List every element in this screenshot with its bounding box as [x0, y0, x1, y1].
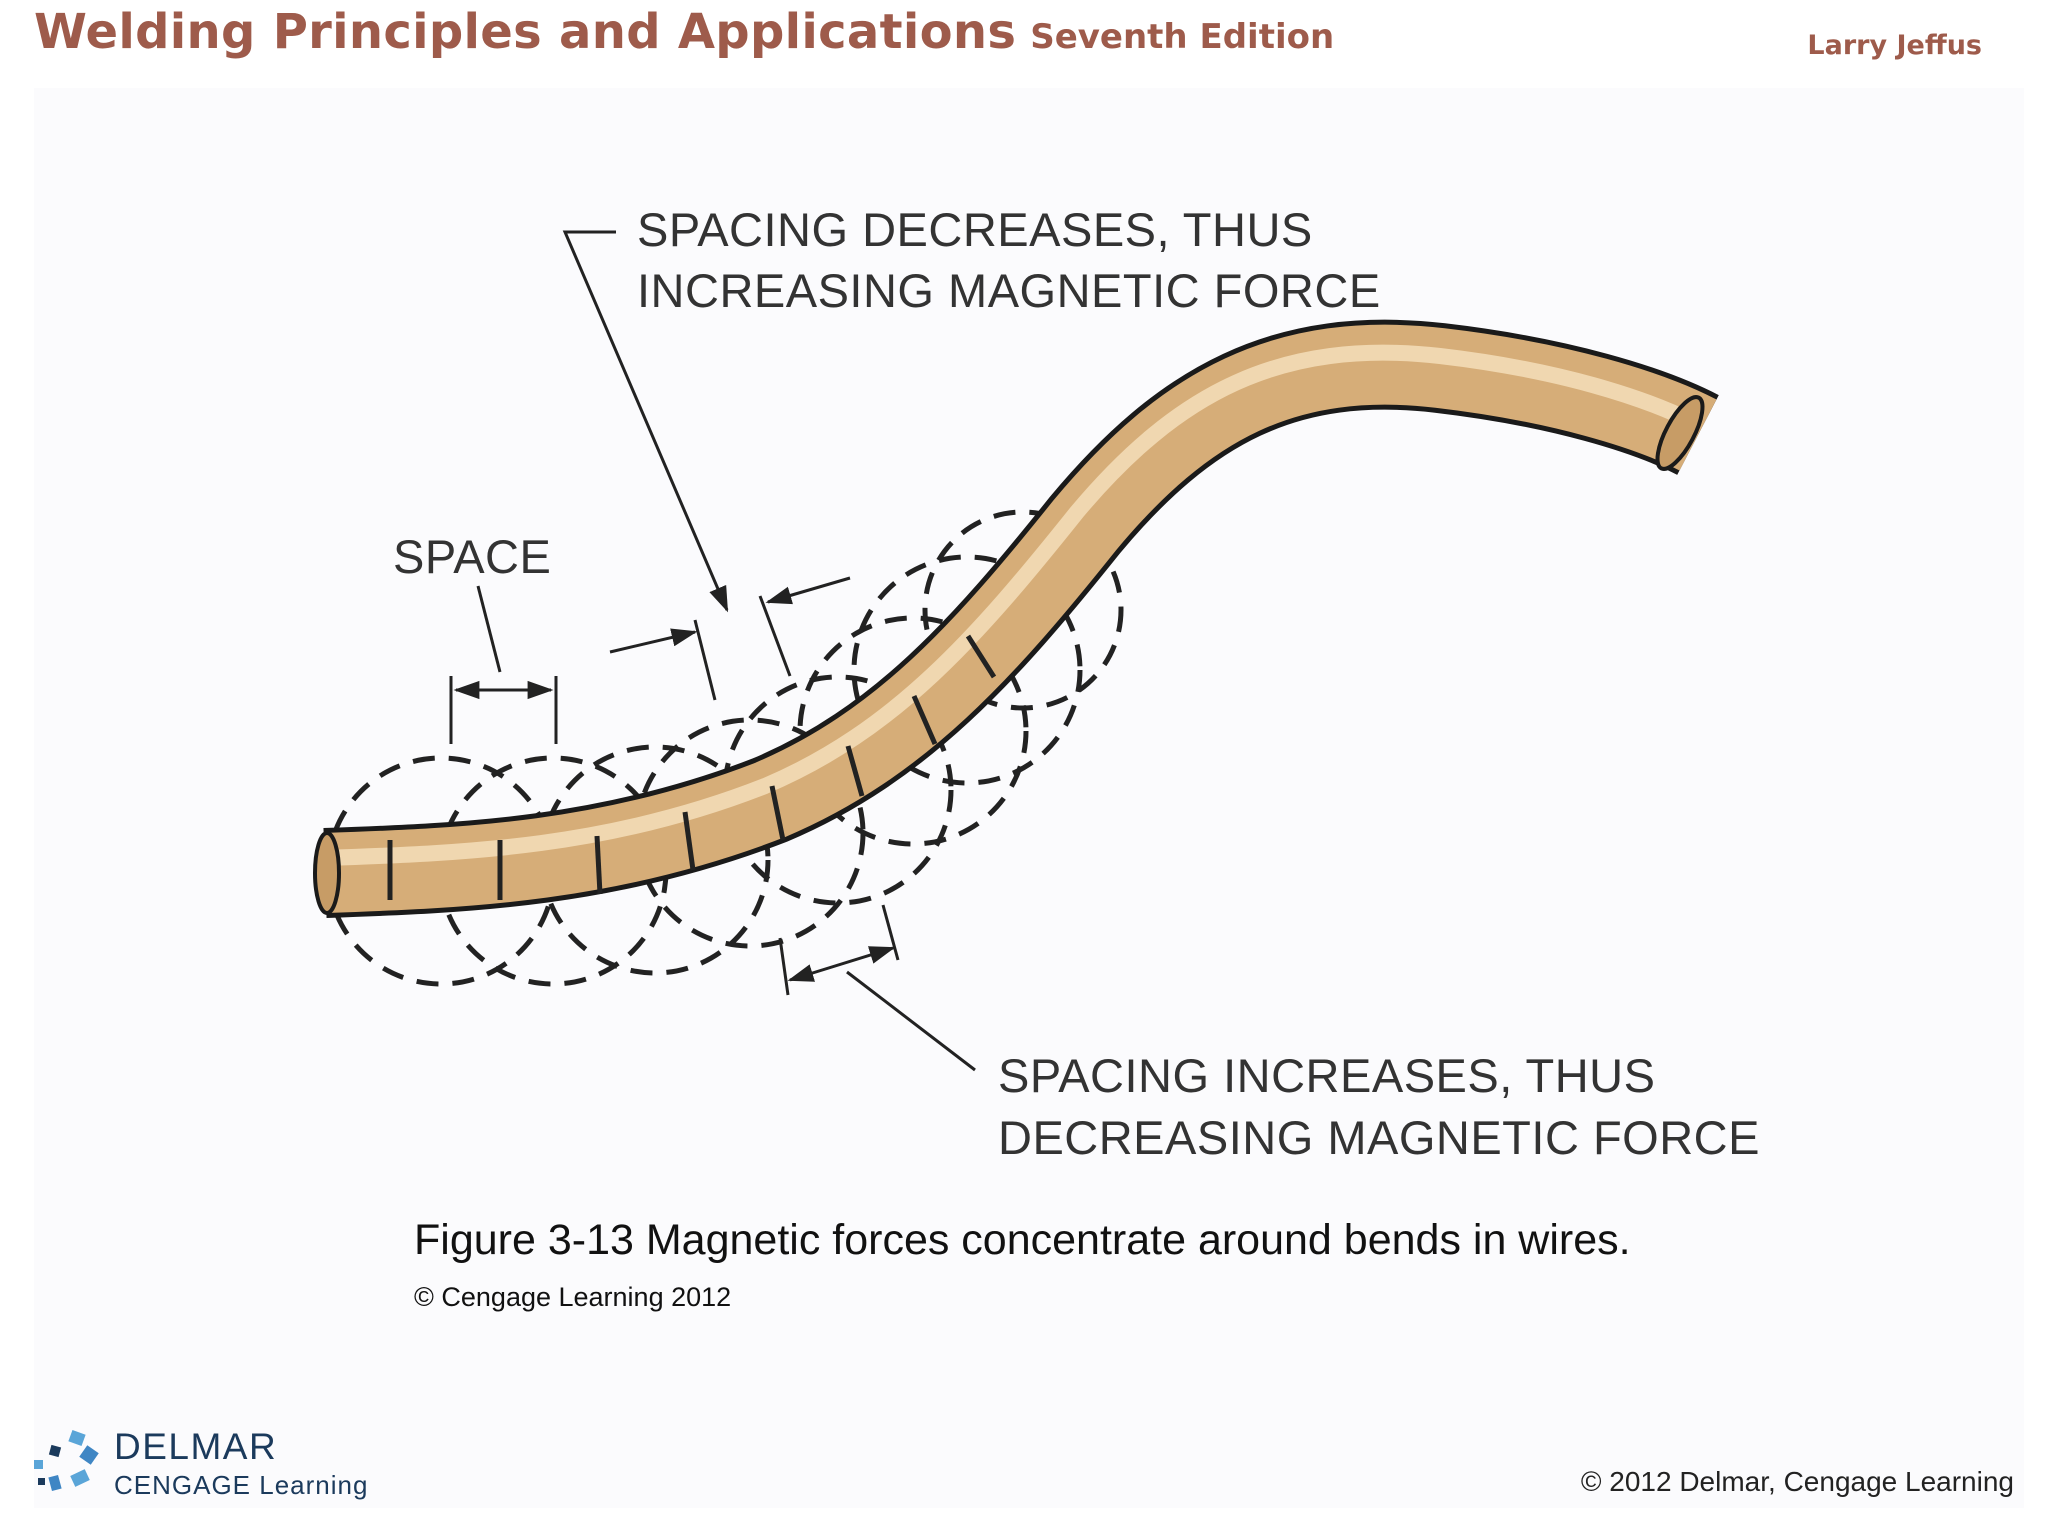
wire-end-left [313, 831, 341, 915]
label-increases-line1: SPACING INCREASES, THUS [998, 1049, 1655, 1102]
book-title: Welding Principles and Applications Seven… [34, 4, 1334, 60]
figure-caption: Figure 3-13 Magnetic forces concentrate … [414, 1216, 1631, 1264]
footer-copyright: © 2012 Delmar, Cengage Learning [1580, 1466, 2014, 1497]
field-circle [539, 744, 771, 976]
book-edition: Seventh Edition [1030, 17, 1335, 57]
field-circle [922, 509, 1124, 711]
increase-indicator [778, 904, 976, 1072]
label-decreases-line1: SPACING DECREASES, THUS [637, 203, 1313, 256]
field-circle [851, 554, 1083, 786]
figure-credit: © Cengage Learning 2012 [414, 1282, 732, 1312]
space-dimension [449, 585, 558, 744]
label-increases-line2: DECREASING MAGNETIC FORCE [998, 1111, 1760, 1164]
field-circle [722, 674, 954, 906]
label-decreases-line2: INCREASING MAGNETIC FORCE [637, 264, 1381, 317]
wire [313, 319, 1719, 918]
publisher-logo: DELMAR CENGAGE Learning [30, 1426, 370, 1506]
author-name: Larry Jeffus [1807, 30, 1982, 61]
field-circles-front [387, 634, 997, 900]
decrease-indicator [562, 230, 851, 701]
field-circle [797, 615, 1029, 847]
logo-mark-icon [34, 1429, 99, 1492]
wire-end-right [1655, 395, 1705, 471]
book-title-main: Welding Principles and Applications [34, 4, 1017, 60]
logo-line2: CENGAGE Learning [114, 1470, 369, 1500]
logo-line1: DELMAR [114, 1426, 278, 1467]
slide-background [34, 88, 2024, 1508]
label-space: SPACE [393, 530, 551, 583]
